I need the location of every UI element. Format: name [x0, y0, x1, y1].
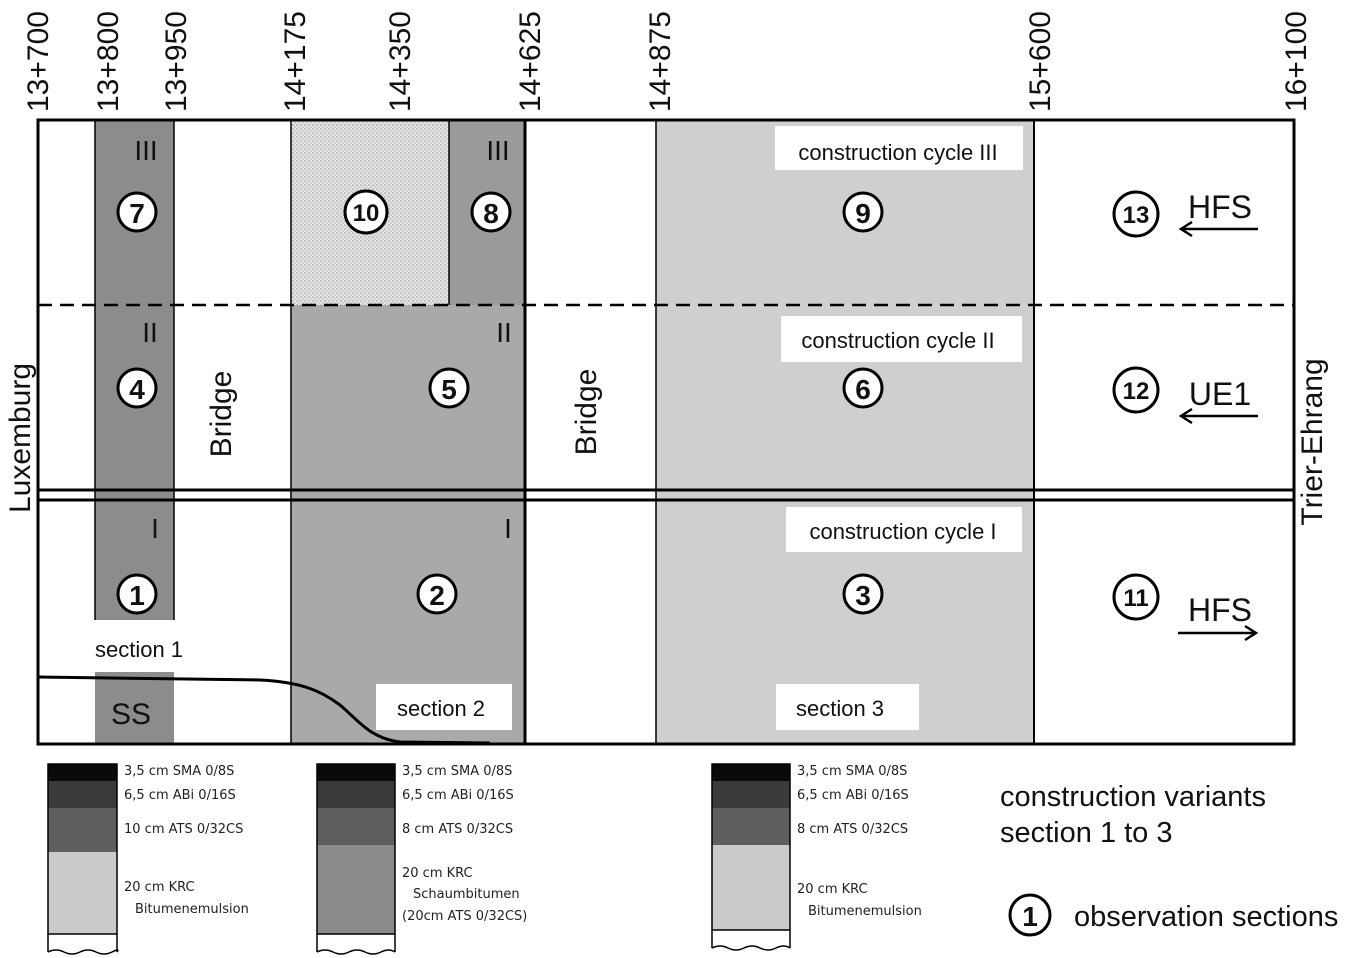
observation-marker-4: 4 [116, 367, 158, 409]
observation-marker-13: 13 [1112, 190, 1160, 238]
cycle-label-III: construction cycle III [798, 140, 997, 165]
roman-II: II [496, 317, 512, 348]
svg-text:4: 4 [129, 374, 145, 405]
roman-III: III [486, 135, 509, 166]
profile-layer-label: (20cm ATS 0/32CS) [402, 909, 527, 924]
side-label-left: Luxemburg [4, 363, 37, 513]
legend-symbol [1008, 893, 1052, 937]
station-label: 14+175 [279, 11, 312, 112]
profile-layer-label: 3,5 cm SMA 0/8S [402, 764, 512, 779]
svg-text:13: 13 [1123, 202, 1150, 229]
profile-layer-label: 10 cm ATS 0/32CS [124, 822, 243, 837]
svg-text:6: 6 [855, 374, 871, 405]
roman-I: I [151, 513, 159, 544]
profile-layer-label: 20 cm KRC [402, 866, 473, 881]
roman-II: II [142, 317, 158, 348]
legend: construction variants section 1 to 3 1 o… [1000, 781, 1338, 937]
profile-layer-label: 20 cm KRC [797, 882, 868, 897]
station-label: 14+625 [514, 11, 547, 112]
profile-layer-label: Bitumenemulsion [808, 904, 922, 919]
roman-I: I [504, 513, 512, 544]
lane-label-ue1: UE1 [1189, 376, 1251, 412]
svg-text:7: 7 [129, 198, 145, 229]
legend-symbol-number: 1 [1022, 901, 1038, 932]
lane-label-hfs-top: HFS [1188, 189, 1252, 225]
profile-layer-label: 3,5 cm SMA 0/8S [124, 764, 234, 779]
station-label: 16+100 [1280, 11, 1313, 112]
legend-title: construction variants [1000, 781, 1266, 813]
profile-layer-label: 6,5 cm ABi 0/16S [797, 788, 909, 803]
lane-labels: HFS UE1 HFS [1178, 189, 1259, 642]
station-label: 13+700 [22, 11, 55, 112]
region-section2 [291, 305, 525, 744]
roman-numerals: III III II II I I [134, 135, 512, 544]
observation-marker-9: 9 [842, 191, 884, 233]
profile-layer-label: 3,5 cm SMA 0/8S [797, 764, 907, 779]
section-label-1: section 1 [95, 637, 183, 662]
observation-marker-11: 11 [1112, 573, 1160, 621]
section-label-3: section 3 [796, 696, 884, 721]
section-label-2: section 2 [397, 696, 485, 721]
bridge-label: Bridge [205, 371, 238, 458]
observation-marker-10: 10 [343, 189, 389, 235]
observation-marker-2: 2 [416, 573, 458, 615]
side-label-right: Trier-Ehrang [1296, 358, 1329, 525]
station-labels: 13+700 13+800 13+950 14+175 14+350 14+62… [22, 11, 1313, 112]
observation-marker-12: 12 [1112, 366, 1160, 414]
profile-1: 3,5 cm SMA 0/8S 6,5 cm ABi 0/16S 10 cm A… [47, 763, 249, 955]
cycle-label-I: construction cycle I [809, 519, 996, 544]
lane-label-hfs-bottom: HFS [1188, 592, 1252, 628]
profile-layer-label: Schaumbitumen [413, 887, 520, 902]
frame [36, 118, 1296, 746]
observation-marker-8: 8 [470, 191, 512, 233]
svg-text:2: 2 [429, 580, 445, 611]
station-label: 13+800 [92, 11, 125, 112]
svg-text:1: 1 [129, 580, 145, 611]
arrow-right-icon [1178, 624, 1259, 642]
legend-subtitle: section 1 to 3 [1000, 817, 1173, 849]
profile-3: 3,5 cm SMA 0/8S 6,5 cm ABi 0/16S 8 cm AT… [711, 763, 922, 951]
station-label: 14+350 [384, 11, 417, 112]
profile-layer-label: 6,5 cm ABi 0/16S [124, 788, 236, 803]
observation-markers: 7 10 8 9 13 4 5 6 12 1 2 3 11 [116, 189, 1160, 621]
svg-text:10: 10 [353, 200, 380, 227]
svg-text:5: 5 [441, 374, 457, 405]
observation-marker-7: 7 [116, 191, 158, 233]
svg-text:9: 9 [855, 198, 871, 229]
arrow-left-icon [1178, 220, 1258, 238]
section-boundary-curve [37, 675, 491, 745]
roman-III: III [134, 135, 157, 166]
bridge-label: Bridge [570, 369, 603, 456]
station-label: 15+600 [1024, 11, 1057, 112]
profile-layer-label: Bitumenemulsion [135, 902, 249, 917]
cycle-label-II: construction cycle II [801, 328, 994, 353]
arrow-left-icon [1178, 407, 1258, 425]
region-section3 [656, 120, 1034, 744]
section-label-ss: SS [111, 698, 151, 731]
cycle-labels: construction cycle III construction cycl… [775, 126, 1023, 552]
observation-marker-3: 3 [842, 573, 884, 615]
profile-layer-label: 8 cm ATS 0/32CS [402, 822, 513, 837]
station-label: 13+950 [160, 11, 193, 112]
profile-layer-label: 6,5 cm ABi 0/16S [402, 788, 514, 803]
svg-text:11: 11 [1123, 585, 1148, 612]
profile-2: 3,5 cm SMA 0/8S 6,5 cm ABi 0/16S 8 cm AT… [316, 763, 527, 955]
profile-layer-label: 8 cm ATS 0/32CS [797, 822, 908, 837]
observation-marker-1: 1 [116, 573, 158, 615]
svg-text:3: 3 [855, 580, 871, 611]
region-ss [95, 672, 174, 744]
svg-text:12: 12 [1123, 378, 1150, 405]
station-label: 14+875 [644, 11, 677, 112]
observation-marker-6: 6 [842, 367, 884, 409]
profile-layer-label: 20 cm KRC [124, 880, 195, 895]
section-labels: section 1 SS section 2 section 3 [95, 637, 919, 731]
svg-text:8: 8 [483, 198, 499, 229]
legend-label: observation sections [1074, 901, 1338, 933]
observation-marker-5: 5 [428, 367, 470, 409]
